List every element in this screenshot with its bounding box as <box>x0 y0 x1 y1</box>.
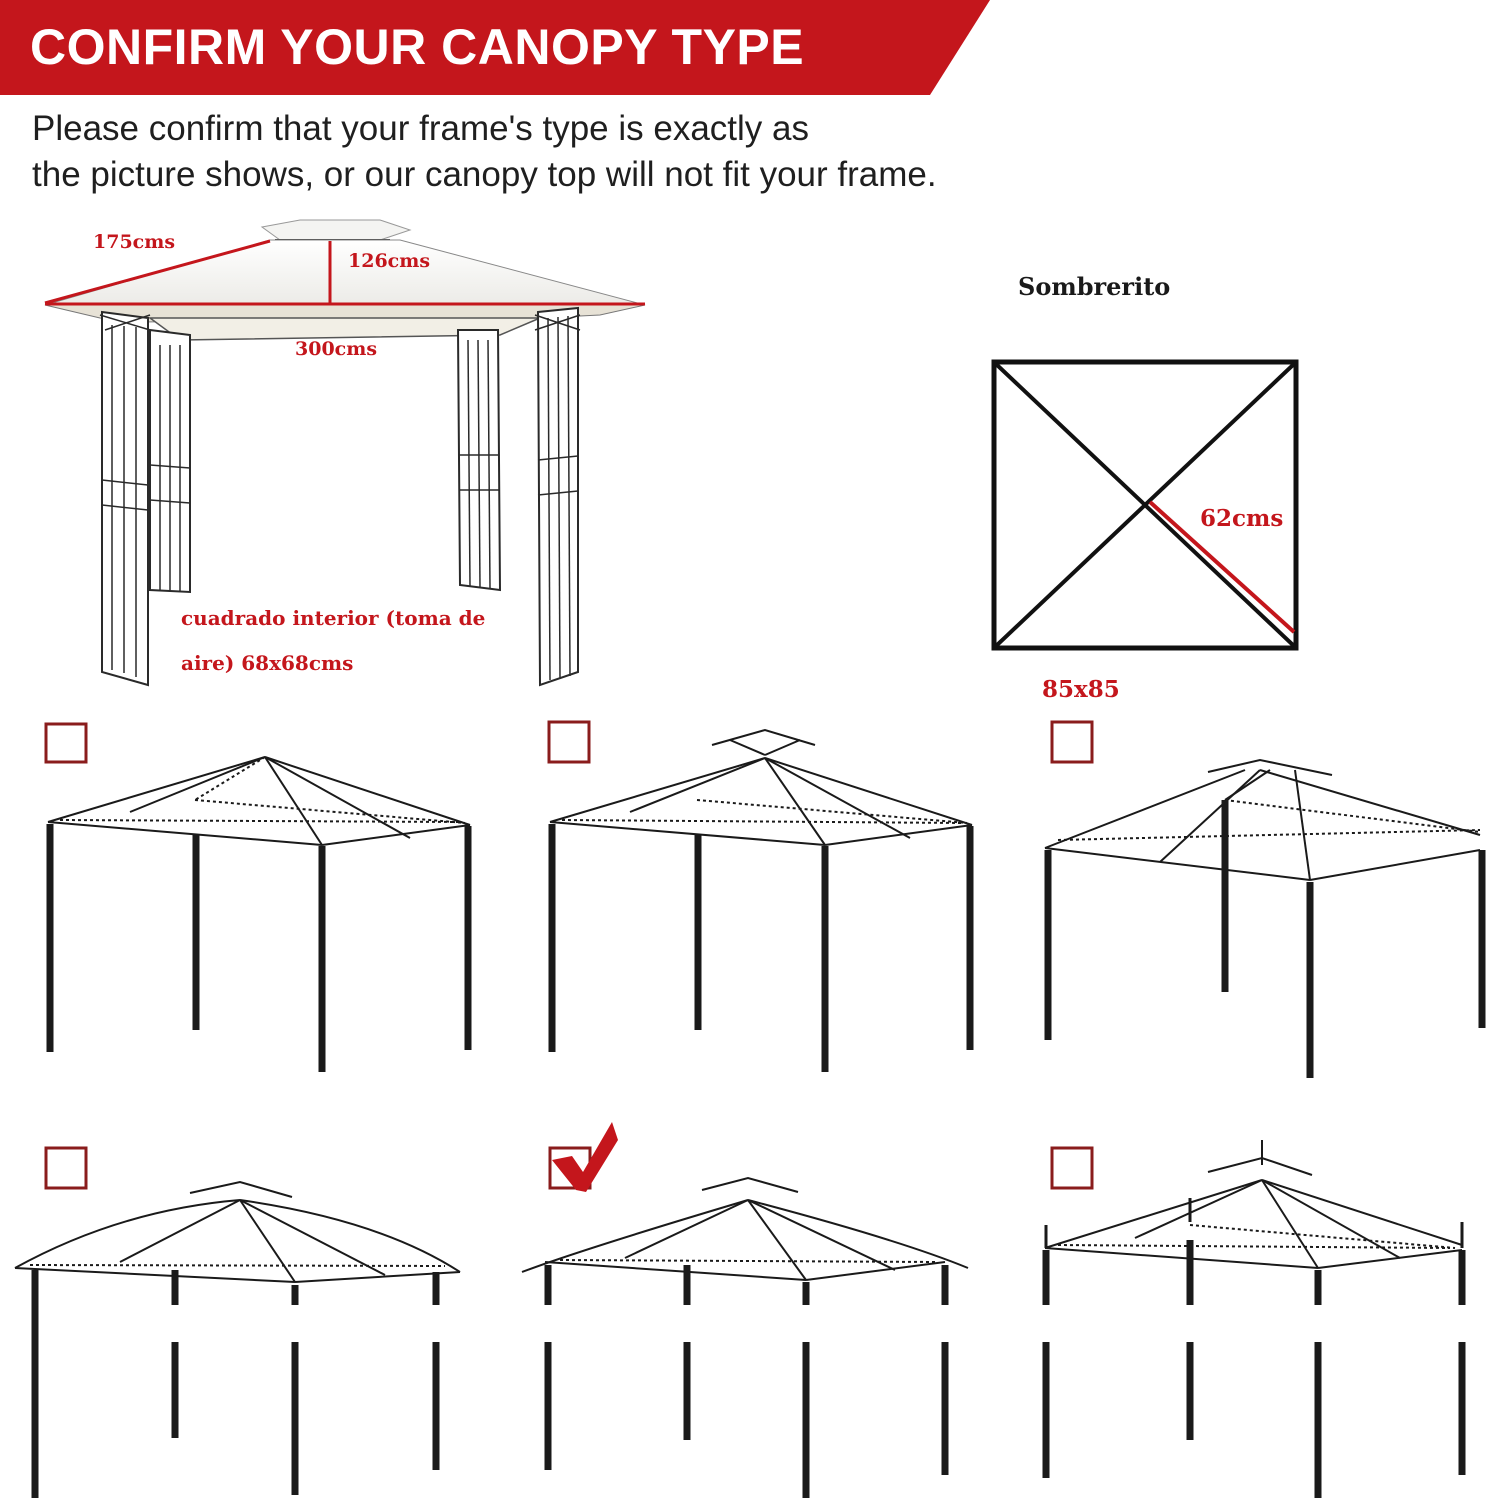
frame-option-6[interactable] <box>1042 1140 1466 1498</box>
option-5-checkmark <box>552 1122 618 1192</box>
frame-option-5[interactable] <box>521 1122 969 1498</box>
option-1-checkbox[interactable] <box>44 722 88 764</box>
intro-line-1: Please confirm that your frame's type is… <box>32 109 809 148</box>
option-4-checkbox[interactable] <box>44 1146 88 1190</box>
intro-text: Please confirm that your frame's type is… <box>32 106 1132 198</box>
header-banner: CONFIRM YOUR CANOPY TYPE <box>0 0 1000 95</box>
intro-line-2: the picture shows, or our canopy top wil… <box>32 155 937 194</box>
frame-option-4[interactable] <box>14 1146 461 1498</box>
page-title: CONFIRM YOUR CANOPY TYPE <box>30 19 805 75</box>
frame-option-2[interactable] <box>547 720 974 1072</box>
option-6-checkbox[interactable] <box>1050 1146 1094 1190</box>
label-width: 300cms <box>295 338 378 360</box>
sombrerito-diagonal-label: 62cms <box>1200 505 1284 532</box>
label-inner-square-1: cuadrado interior (toma de <box>181 606 486 630</box>
option-3-checkbox[interactable] <box>1050 720 1094 764</box>
label-inner-square-2: aire) 68x68cms <box>181 651 354 675</box>
sombrerito-title: Sombrerito <box>1018 272 1171 301</box>
frame-option-1[interactable] <box>44 722 472 1072</box>
banner-shape <box>0 0 990 95</box>
reference-measure-lines <box>44 239 645 306</box>
frame-option-3[interactable] <box>1044 720 1486 1078</box>
sombrerito-size-label: 85x85 <box>1042 676 1120 703</box>
option-2-checkbox[interactable] <box>547 720 591 764</box>
label-height: 126cms <box>348 250 431 272</box>
label-slope: 175cms <box>93 231 176 253</box>
